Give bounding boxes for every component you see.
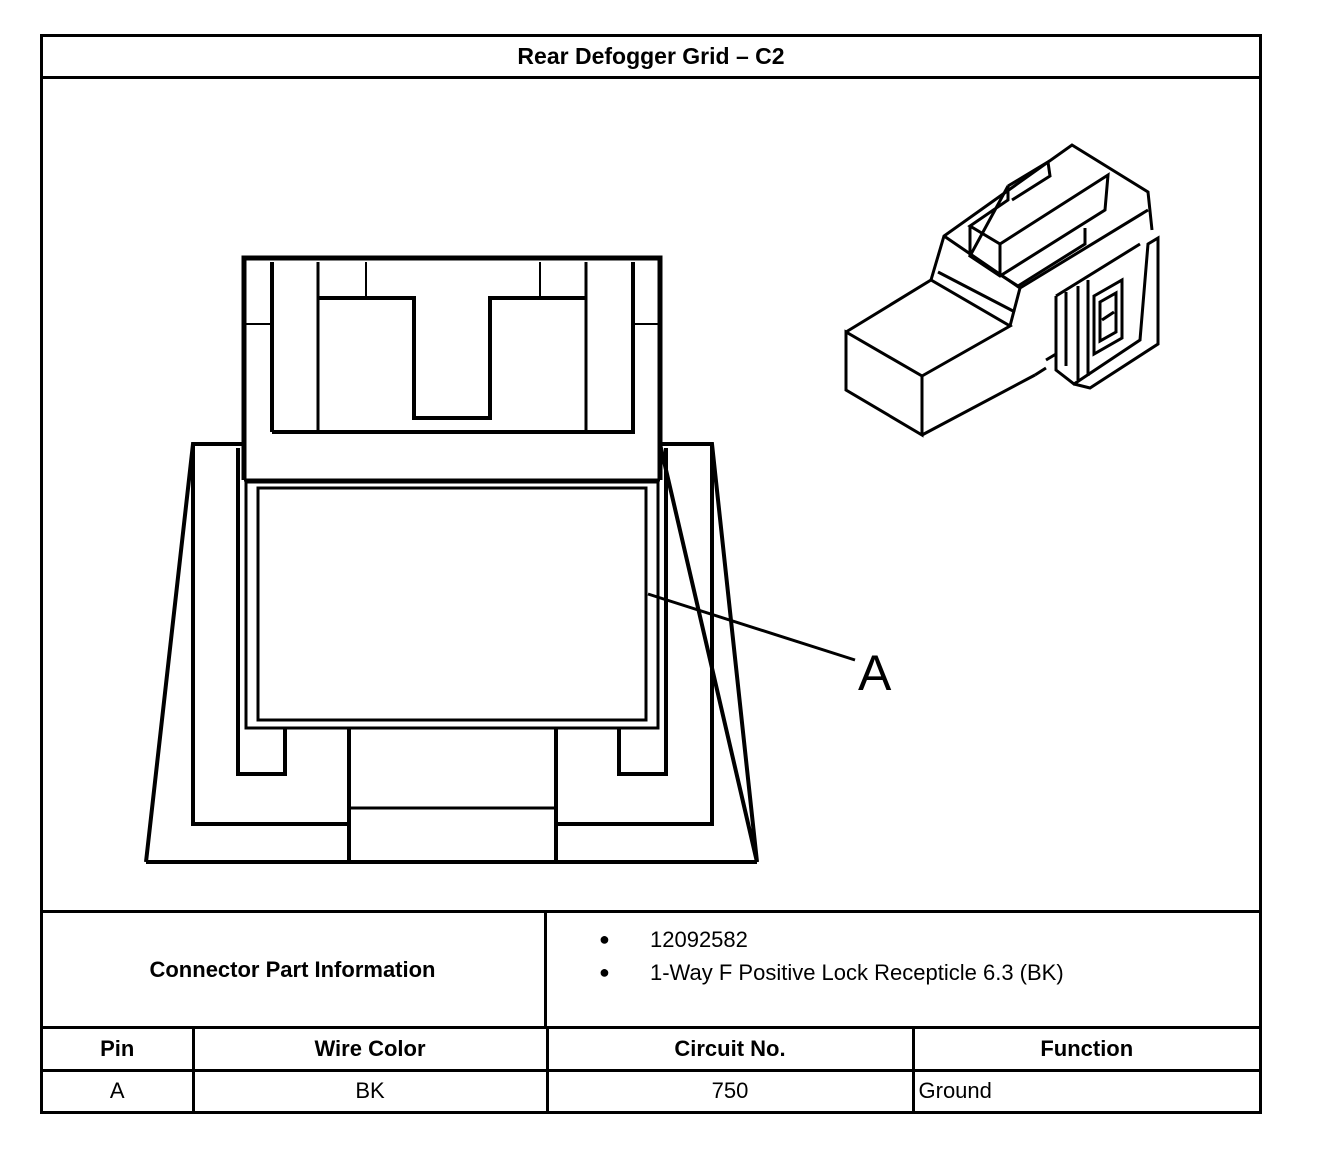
callout-label-a: A	[858, 645, 892, 701]
cell-pin: A	[43, 1068, 195, 1111]
connector-bottom-block	[347, 728, 558, 864]
connector-face-view: A	[144, 255, 892, 864]
list-item: ● 12092582	[547, 923, 1259, 956]
connector-part-information-list: ● 12092582 ● 1-Way F Positive Lock Recep…	[547, 913, 1259, 1036]
callout-leader-line	[647, 592, 856, 662]
connector-top-housing	[241, 255, 663, 480]
table-header-row: Pin Wire Color Circuit No. Function	[43, 1029, 1259, 1072]
header-wire-color: Wire Color	[191, 1029, 549, 1072]
header-circuit-no: Circuit No.	[545, 1029, 915, 1072]
connector-part-information-row: Connector Part Information ● 12092582 ● …	[43, 913, 1259, 1029]
header-function: Function	[911, 1029, 1259, 1072]
terminal-cavity-outer	[244, 480, 660, 730]
part-description: 1-Way F Positive Lock Recepticle 6.3 (BK…	[650, 960, 1064, 985]
cell-wire-color: BK	[191, 1068, 549, 1111]
cell-function: Ground	[911, 1068, 1259, 1111]
connector-isometric-view	[844, 143, 1160, 438]
table-row: A BK 750 Ground	[43, 1068, 1259, 1111]
connector-latch	[270, 262, 635, 434]
part-number: 12092582	[650, 927, 748, 952]
cell-circuit-no: 750	[545, 1068, 915, 1111]
connector-iso-front-box	[844, 329, 924, 438]
pin-table: Pin Wire Color Circuit No. Function A BK…	[43, 1029, 1259, 1111]
bullet-icon: ●	[599, 929, 610, 949]
connector-drawing-area: A	[43, 79, 1259, 913]
connector-diagram-frame: Rear Defogger Grid – C2	[40, 34, 1262, 1114]
connector-iso-lock-tab	[1054, 235, 1160, 390]
terminal-cavity-a	[256, 486, 648, 722]
header-pin: Pin	[43, 1029, 195, 1072]
connector-inner-channel	[191, 444, 714, 826]
list-item: ● 1-Way F Positive Lock Recepticle 6.3 (…	[547, 956, 1259, 989]
connector-part-information-label: Connector Part Information	[43, 913, 547, 1026]
bullet-icon: ●	[599, 962, 610, 982]
diagram-title: Rear Defogger Grid – C2	[43, 37, 1259, 79]
